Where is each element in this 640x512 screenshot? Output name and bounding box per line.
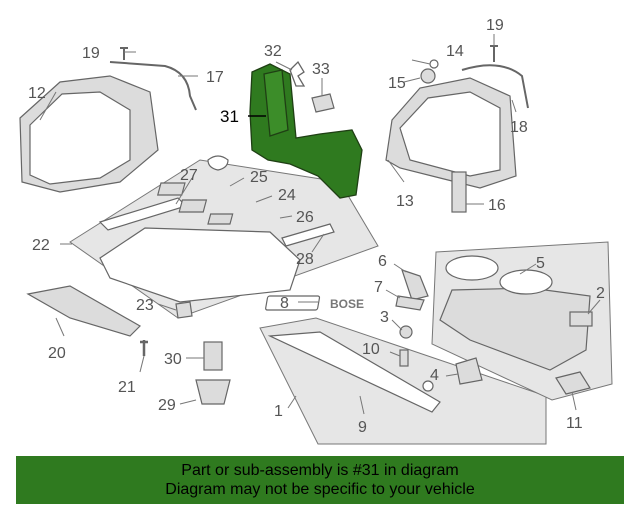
speaker-cover-right <box>499 269 553 295</box>
left-quarter-trim-face <box>29 91 131 185</box>
callout-27: 27 <box>180 167 198 184</box>
bracket-7 <box>395 295 425 311</box>
pin-19-right <box>490 45 498 62</box>
callout-21: 21 <box>118 379 136 396</box>
callout-19-left: 19 <box>82 45 100 62</box>
bracket-24 <box>178 199 208 213</box>
pin-21 <box>140 340 148 356</box>
clip-near-4 <box>422 380 434 392</box>
callout-10: 10 <box>362 341 380 358</box>
sill-plate-9 <box>267 331 441 413</box>
callout-6: 6 <box>378 253 387 270</box>
callout-15: 15 <box>388 75 406 92</box>
right-quarter-trim-face <box>399 91 501 177</box>
callout-3: 3 <box>380 309 389 326</box>
callout-8: 8 <box>280 295 289 312</box>
bracket-11 <box>555 371 591 395</box>
callout-2: 2 <box>596 285 605 302</box>
clip-23 <box>175 301 193 319</box>
callout-31: 31 <box>220 107 239 126</box>
pad-33 <box>311 93 335 113</box>
callout-26: 26 <box>296 209 314 226</box>
nut-3 <box>399 325 413 339</box>
bose-badge-text: BOSE <box>330 297 364 311</box>
bracket-25 <box>156 182 186 196</box>
callout-32: 32 <box>264 43 282 60</box>
bracket-2 <box>569 311 593 327</box>
callout-23: 23 <box>136 297 154 314</box>
callout-5: 5 <box>536 255 545 272</box>
callout-25: 25 <box>250 169 268 186</box>
highlighted-part-31-flange <box>263 69 289 137</box>
bracket-6 <box>401 269 429 301</box>
speaker-cover-left <box>445 255 499 281</box>
bracket-26 <box>207 213 234 225</box>
callout-7: 7 <box>374 279 383 296</box>
banner-line-2: Diagram may not be specific to your vehi… <box>165 481 475 498</box>
right-rail <box>461 64 529 109</box>
callout-20: 20 <box>48 345 66 362</box>
callout-29: 29 <box>158 397 176 414</box>
callout-22: 22 <box>32 237 50 254</box>
callout-9: 9 <box>358 419 367 436</box>
sill-20 <box>26 285 141 337</box>
callout-17: 17 <box>206 69 224 86</box>
info-banner: Part or sub-assembly is #31 in diagram D… <box>16 456 624 504</box>
trunk-floor-mat <box>99 227 301 303</box>
grommet-15 <box>420 68 436 84</box>
callout-13: 13 <box>396 193 414 210</box>
callout-19-right: 19 <box>486 17 504 34</box>
cap-top <box>207 155 229 171</box>
callout-18: 18 <box>510 119 528 136</box>
badge-8 <box>265 295 321 311</box>
cup-29 <box>195 379 231 405</box>
callout-16: 16 <box>488 197 506 214</box>
callout-11: 11 <box>566 415 583 432</box>
callout-14: 14 <box>446 43 464 60</box>
clip-14 <box>429 59 439 69</box>
callout-12: 12 <box>28 85 46 102</box>
trim-strip-28 <box>281 223 335 247</box>
callout-33: 33 <box>312 61 330 78</box>
banner-line-1: Part or sub-assembly is #31 in diagram <box>181 462 459 479</box>
callout-24: 24 <box>278 187 296 204</box>
callout-1: 1 <box>274 403 283 420</box>
callout-30: 30 <box>164 351 182 368</box>
callout-4: 4 <box>430 367 439 384</box>
pin-19-left <box>120 47 128 60</box>
bracket-16 <box>451 171 467 213</box>
bracket-4 <box>455 357 483 385</box>
leader-lines <box>39 34 601 415</box>
callout-28: 28 <box>296 251 314 268</box>
mount-30 <box>203 341 223 371</box>
parts-diagram: BOSE <box>19 17 613 445</box>
bolt-10 <box>399 349 409 367</box>
clip-32 <box>289 60 306 87</box>
